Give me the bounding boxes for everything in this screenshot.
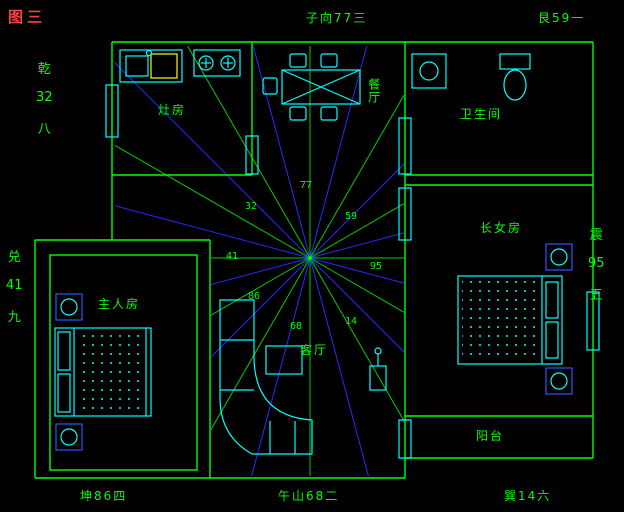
figure-title: 图三 bbox=[8, 8, 47, 26]
kitchen-sink bbox=[119, 49, 183, 83]
windows bbox=[105, 84, 600, 459]
room-label-balcony: 阳台 bbox=[476, 429, 505, 443]
master-nightstands bbox=[55, 293, 83, 451]
daughter-nightstands bbox=[545, 243, 573, 395]
degree-68: 68 bbox=[290, 321, 303, 332]
compass-label-xun: 巽14六 bbox=[504, 489, 552, 503]
room-label-master: 主人房 bbox=[98, 297, 141, 311]
sofa bbox=[219, 299, 313, 455]
floor-lamp bbox=[369, 347, 387, 391]
compass-label-south: 午山68二 bbox=[278, 489, 340, 503]
stove bbox=[193, 49, 241, 77]
degree-59: 59 bbox=[345, 211, 358, 222]
dining-table bbox=[262, 53, 361, 121]
compass-label-north: 子向77三 bbox=[306, 11, 368, 25]
compass-label-kun: 坤86四 bbox=[80, 489, 128, 503]
daughter-bed bbox=[457, 275, 563, 365]
room-label-living: 客厅 bbox=[300, 343, 329, 357]
compass-center-point bbox=[308, 256, 312, 260]
compass-label-qian: 乾 32 八 bbox=[36, 62, 53, 137]
compass-label-dui: 兑 41 九 bbox=[6, 250, 23, 325]
degree-32: 32 bbox=[245, 201, 258, 212]
master-bed bbox=[54, 327, 152, 417]
room-label-kitchen: 灶房 bbox=[158, 103, 187, 117]
degree-41: 41 bbox=[226, 251, 239, 262]
degree-95: 95 bbox=[370, 261, 383, 272]
degree-77: 77 bbox=[300, 180, 313, 191]
compass-label-gen: 艮59一 bbox=[538, 11, 586, 25]
bathroom-sink bbox=[411, 53, 447, 89]
room-label-bathroom: 卫生间 bbox=[460, 107, 503, 121]
degree-86: 86 bbox=[248, 291, 261, 302]
walls bbox=[34, 41, 594, 479]
toilet bbox=[499, 53, 531, 101]
room-label-dining: 餐厅 bbox=[366, 78, 381, 104]
compass-label-zhen: 震 95 五 bbox=[588, 228, 605, 303]
degree-14: 14 bbox=[345, 316, 358, 327]
room-label-daughter: 长女房 bbox=[480, 221, 523, 235]
